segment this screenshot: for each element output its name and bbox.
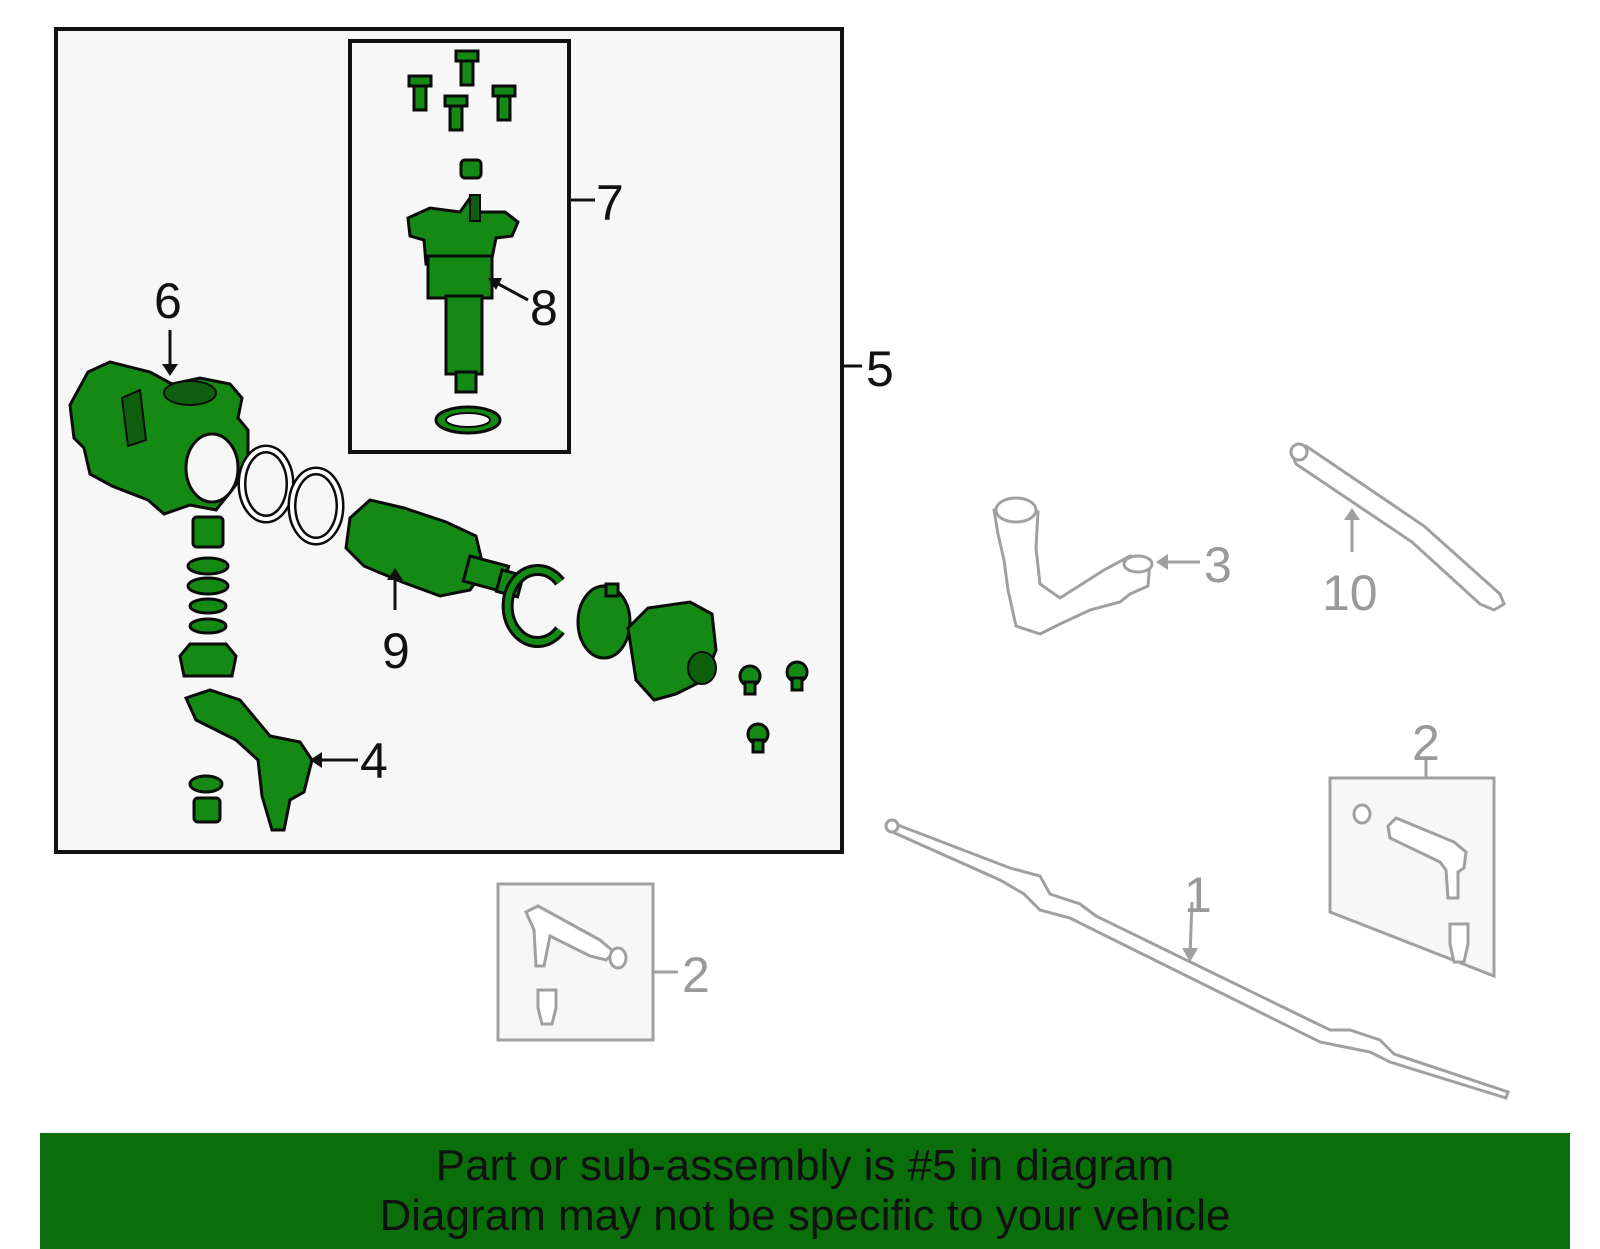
callout-1: 1 bbox=[1184, 867, 1212, 923]
tie-rod-assembly[interactable]: 1 bbox=[884, 818, 1510, 1100]
callout-2-left: 2 bbox=[682, 947, 710, 1003]
valve-pinion-assembly bbox=[406, 194, 520, 394]
banner-line-2: Diagram may not be specific to your vehi… bbox=[379, 1191, 1231, 1240]
seal-small bbox=[459, 158, 483, 180]
callout-3: 3 bbox=[1204, 537, 1232, 593]
callout-6: 6 bbox=[154, 273, 182, 329]
steering-damper[interactable]: 10 bbox=[1289, 442, 1506, 621]
banner-line-1: Part or sub-assembly is #5 in diagram bbox=[435, 1141, 1175, 1190]
idler-arm[interactable]: 3 bbox=[992, 496, 1232, 636]
pitman-arm[interactable]: 4 bbox=[183, 688, 388, 832]
bolt-set-top bbox=[407, 49, 517, 132]
gear-housing[interactable]: 6 bbox=[68, 273, 250, 516]
callout-8: 8 bbox=[530, 280, 558, 336]
assembly-7-group[interactable]: 7 8 bbox=[348, 39, 624, 454]
info-banner: Part or sub-assembly is #5 in diagram Di… bbox=[40, 1133, 1570, 1249]
callout-10: 10 bbox=[1322, 565, 1378, 621]
callout-4: 4 bbox=[360, 733, 388, 789]
callout-5: 5 bbox=[866, 341, 894, 397]
seal-stack bbox=[178, 515, 238, 678]
o-rings-pair bbox=[237, 444, 345, 546]
callout-7: 7 bbox=[596, 175, 624, 231]
tie-rod-end-kit-right[interactable]: 2 bbox=[1328, 715, 1496, 979]
callout-9: 9 bbox=[382, 623, 410, 679]
callout-2-right: 2 bbox=[1412, 715, 1440, 771]
piston-worm[interactable]: 9 bbox=[344, 498, 526, 679]
tie-rod-end-kit-left[interactable]: 2 bbox=[496, 882, 710, 1042]
end-bolts bbox=[738, 660, 809, 754]
end-cover-assembly bbox=[501, 564, 718, 702]
